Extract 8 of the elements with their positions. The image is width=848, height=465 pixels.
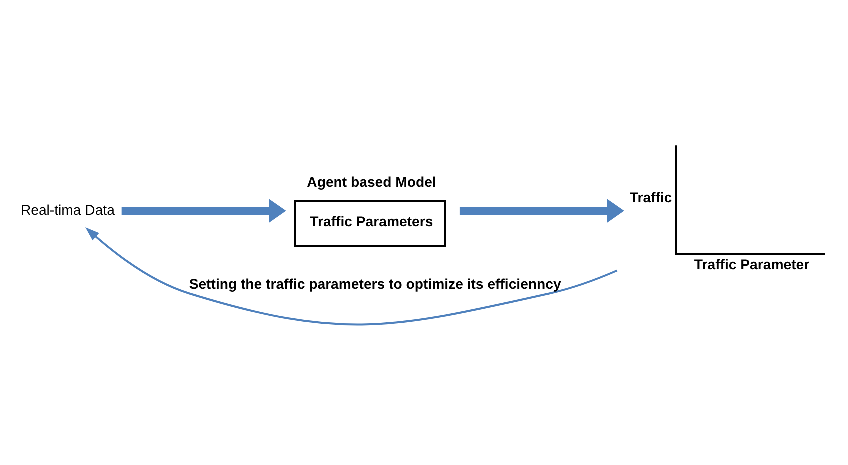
- edge-label: Setting the traffic parameters to optimize its efficienncy: [189, 276, 562, 292]
- arrow: [460, 199, 624, 223]
- node-text: Real-tima Data: [20, 202, 115, 218]
- node-label: Agent based Model: [307, 174, 436, 190]
- arrow: [122, 199, 286, 223]
- node-text: Traffic Traffic Parameter: [630, 190, 810, 273]
- arrow: [86, 227, 618, 326]
- node-box: Traffic Parameters: [294, 200, 446, 248]
